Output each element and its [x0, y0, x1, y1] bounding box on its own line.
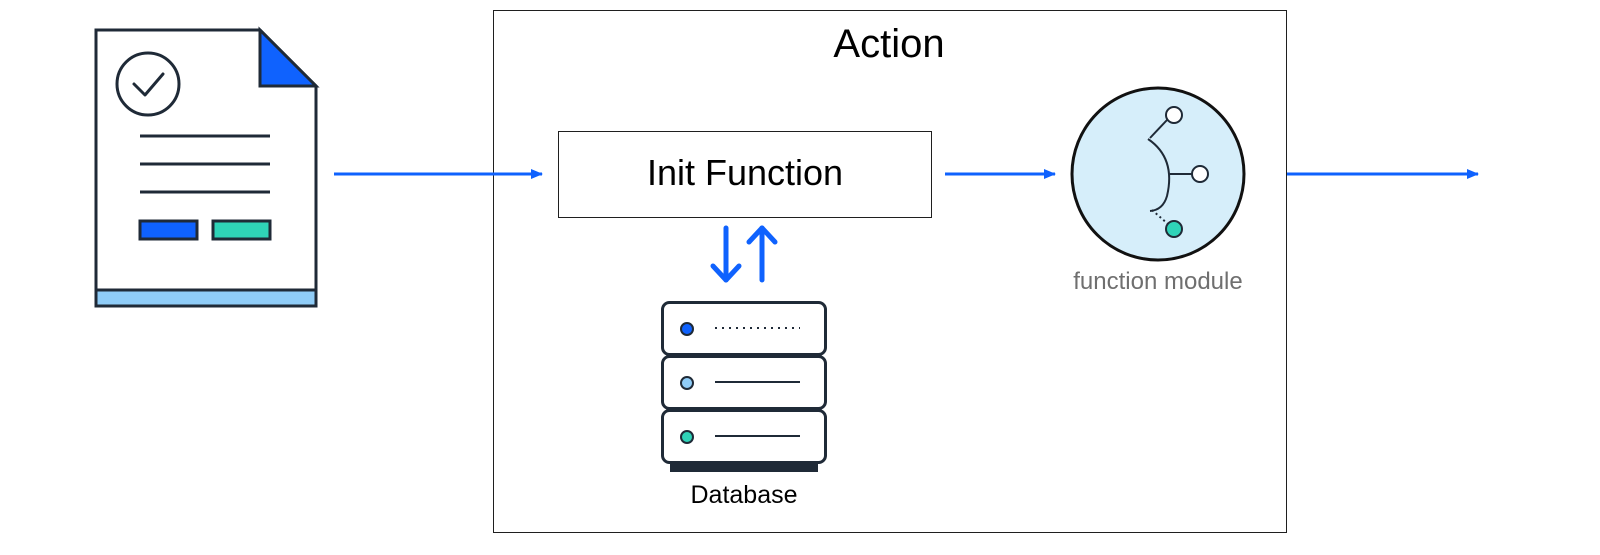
action-box	[493, 10, 1287, 533]
up-down-arrows-icon	[710, 225, 778, 283]
function-module-icon	[1070, 86, 1246, 262]
action-title: Action	[833, 22, 945, 66]
init-function-label: Init Function	[646, 152, 844, 193]
database-label: Database	[690, 481, 798, 509]
document-check-icon	[94, 26, 320, 308]
init-function-box	[558, 131, 932, 218]
function-module-label: function module	[1073, 268, 1243, 295]
database-icon	[661, 301, 827, 472]
